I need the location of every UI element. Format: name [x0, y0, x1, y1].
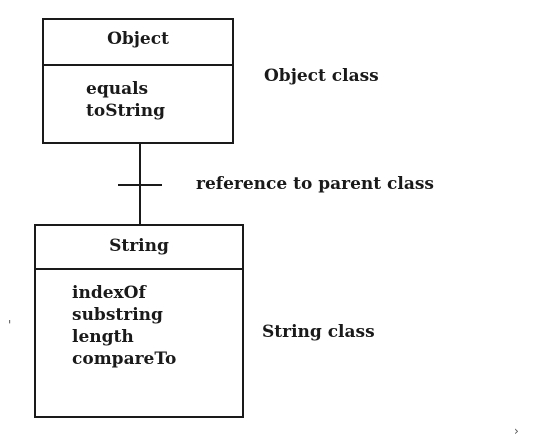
object-class-divider: [44, 64, 232, 66]
string-class-name: String: [109, 236, 169, 256]
string-member-substring: substring: [72, 305, 163, 325]
string-member-length: length: [72, 327, 134, 347]
string-member-compareto: compareTo: [72, 349, 177, 369]
inheritance-crossbar: [118, 184, 162, 186]
relation-caption: reference to parent class: [196, 174, 434, 194]
string-class-caption: String class: [262, 322, 375, 342]
string-class-box: String indexOf substring length compareT…: [34, 224, 244, 418]
stray-tick-left: ': [8, 318, 12, 332]
object-class-caption: Object class: [264, 66, 379, 86]
string-class-members: indexOf substring length compareTo: [72, 282, 176, 370]
object-class-name: Object: [107, 29, 169, 49]
string-member-indexof: indexOf: [72, 283, 146, 303]
object-class-members: equals toString: [86, 78, 165, 122]
stray-tick-bottom-right: ›: [514, 424, 519, 438]
object-member-tostring: toString: [86, 101, 165, 121]
object-member-equals: equals: [86, 79, 149, 99]
object-class-box: Object equals toString: [42, 18, 234, 144]
string-class-divider: [36, 268, 242, 270]
